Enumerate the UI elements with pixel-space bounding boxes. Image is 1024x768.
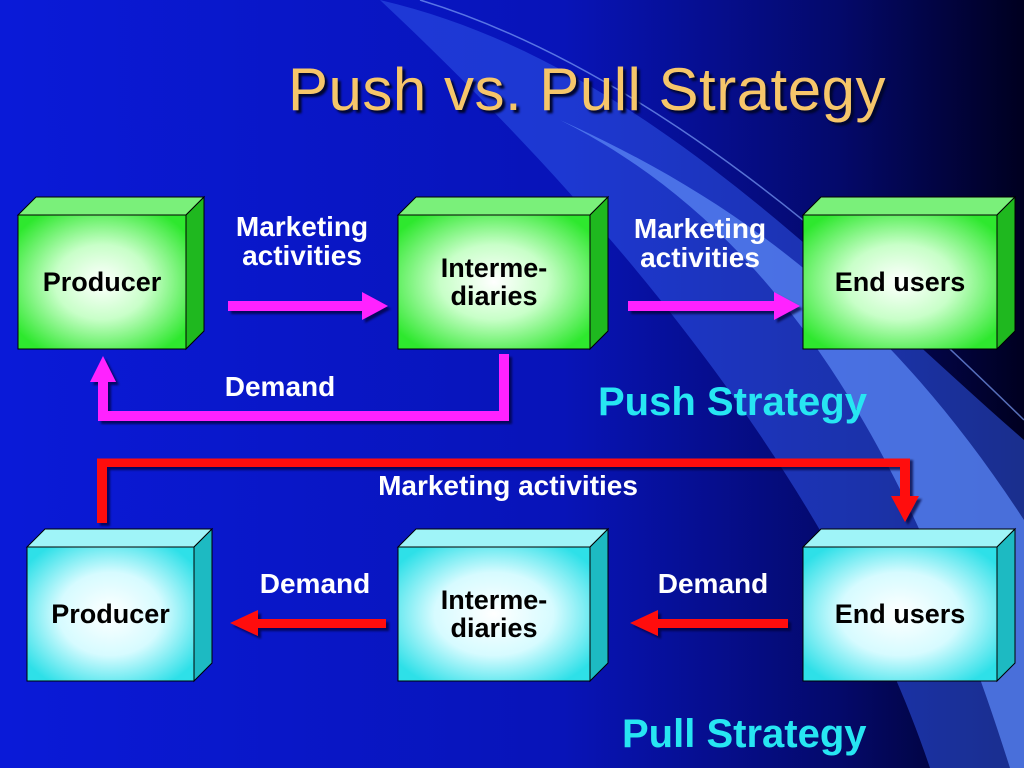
push-end-users-cube <box>801 195 1017 351</box>
pull-producer-label: Producer <box>51 598 170 629</box>
pull-end-users-cube <box>801 527 1017 683</box>
pull-end-users-label: End users <box>834 598 966 629</box>
push-producer-cube <box>16 195 206 351</box>
push-end-users-label: End users <box>834 266 966 297</box>
pull-intermediaries-cube <box>396 527 610 683</box>
push-marketing-arrow-2 <box>628 292 800 320</box>
push-intermediaries-cube <box>396 195 610 351</box>
pull-producer-cube <box>25 527 214 683</box>
pull-demand-arrow-1 <box>230 610 386 636</box>
push-marketing-arrow-1 <box>228 292 388 320</box>
pull-demand-arrow-2 <box>630 610 788 636</box>
pull-intermediaries-label: Interme- diaries <box>440 584 548 643</box>
push-marketing-label-2: Marketing activities <box>633 213 767 274</box>
slide-title: Push vs. Pull Strategy <box>288 56 886 123</box>
pull-demand-label-2: Demand <box>657 568 769 599</box>
push-strategy-label: Push Strategy <box>598 380 867 424</box>
pull-marketing-arrow <box>97 457 919 523</box>
push-marketing-label-1: Marketing activities <box>235 211 369 272</box>
pull-strategy-label: Pull Strategy <box>622 712 867 756</box>
pull-marketing-label: Marketing activities <box>378 470 638 501</box>
push-demand-arrow <box>90 354 509 421</box>
pull-demand-label-1: Demand <box>259 568 371 599</box>
push-intermediaries-label: Interme- diaries <box>440 252 548 311</box>
push-producer-label: Producer <box>42 266 162 297</box>
push-demand-label: Demand <box>224 371 336 402</box>
